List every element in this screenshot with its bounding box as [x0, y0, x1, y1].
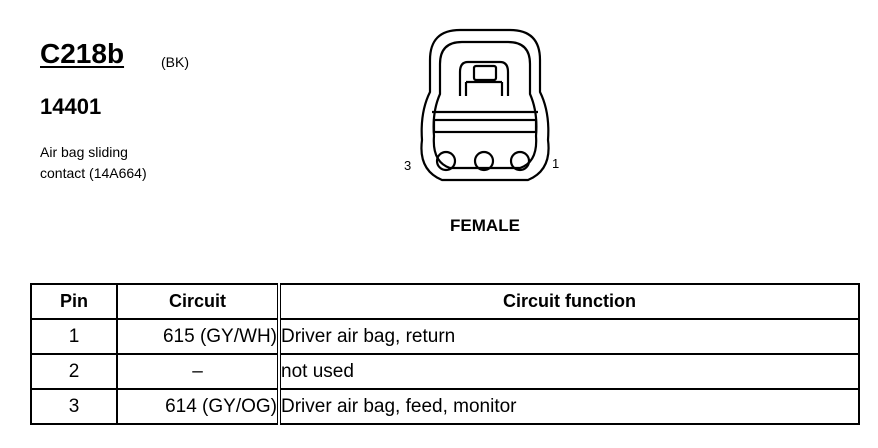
connector-description: Air bag sliding contact (14A664) — [40, 142, 147, 184]
cell-circuit: – — [116, 353, 280, 390]
cell-function: Driver air bag, return — [277, 318, 860, 355]
pin-cavity-3 — [435, 150, 457, 172]
cell-circuit: 615 (GY/WH) — [116, 318, 280, 355]
connector-color-code: (BK) — [161, 54, 189, 70]
table-row: 1 615 (GY/WH) Driver air bag, return — [30, 318, 860, 355]
locking-tab — [458, 60, 510, 96]
cell-pin: 1 — [30, 318, 118, 355]
pin-cavity-1 — [509, 150, 531, 172]
connector-housing — [420, 28, 550, 182]
pin-number-label-right: 1 — [552, 156, 560, 171]
header-circuit-function: Circuit function — [277, 283, 860, 320]
description-line: Air bag sliding — [40, 144, 128, 160]
pin-number-label-left: 3 — [404, 158, 412, 173]
locking-bar — [432, 118, 538, 134]
table-header-row: Pin Circuit Circuit function — [30, 283, 860, 320]
pin-cavity-2 — [473, 150, 495, 172]
header-pin: Pin — [30, 283, 118, 320]
cell-function: not used — [277, 353, 860, 390]
gender-label: FEMALE — [450, 216, 520, 235]
table-row: 2 – not used — [30, 353, 860, 390]
pin-table: Pin Circuit Circuit function 1 615 (GY/W… — [30, 283, 860, 425]
table-row: 3 614 (GY/OG) Driver air bag, feed, moni… — [30, 388, 860, 425]
cell-pin: 2 — [30, 353, 118, 390]
part-number: 14401 — [40, 94, 102, 119]
connector-inner-outline — [432, 40, 538, 170]
cell-function: Driver air bag, feed, monitor — [277, 388, 860, 425]
locking-tab-center — [472, 64, 498, 82]
cell-pin: 3 — [30, 388, 118, 425]
connector-id: C218b — [40, 38, 125, 69]
header-circuit: Circuit — [116, 283, 280, 320]
description-line: contact (14A664) — [40, 165, 147, 181]
cell-circuit: 614 (GY/OG) — [116, 388, 280, 425]
connector-face-diagram — [420, 28, 550, 182]
